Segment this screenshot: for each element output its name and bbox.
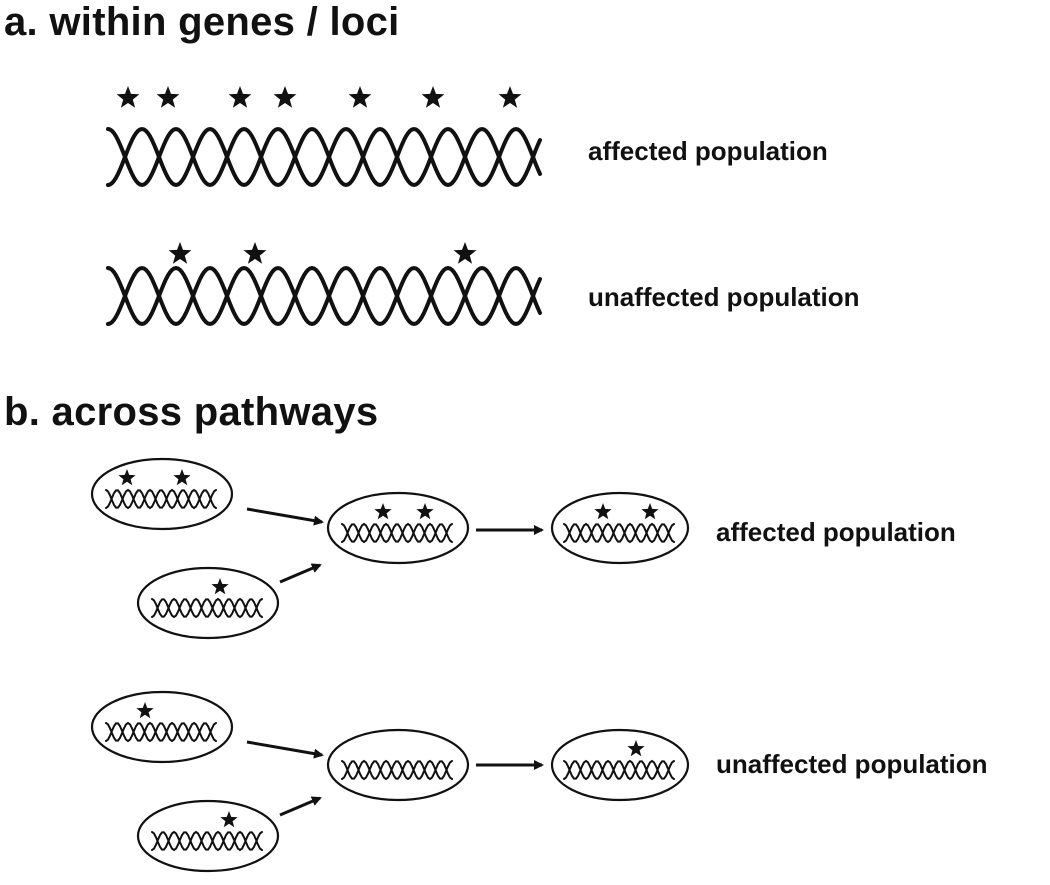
dna-helix-icon bbox=[105, 721, 217, 743]
dna-helix-icon bbox=[341, 759, 453, 781]
star-icon bbox=[243, 242, 267, 264]
arrow-icon bbox=[279, 796, 322, 817]
section-b-heading: b. across pathways bbox=[4, 390, 379, 434]
star-icon bbox=[116, 86, 140, 108]
star-icon bbox=[228, 86, 252, 108]
pathway-node-ellipse bbox=[326, 728, 470, 802]
dna-helix-icon bbox=[105, 488, 217, 510]
star-icon bbox=[641, 503, 659, 520]
arrow-icon bbox=[246, 740, 324, 759]
section-a-affected-label: affected population bbox=[588, 136, 828, 166]
dna-helix-icon bbox=[151, 830, 263, 852]
pathway-node-ellipse bbox=[90, 690, 234, 764]
dna-helix-icon bbox=[563, 759, 675, 781]
star-icon bbox=[220, 811, 238, 828]
pathway-node-ellipse bbox=[550, 728, 690, 802]
star-icon bbox=[156, 86, 180, 108]
star-icon bbox=[136, 702, 154, 719]
star-icon bbox=[421, 86, 445, 108]
star-icon bbox=[273, 86, 297, 108]
pathway-node-ellipse bbox=[550, 491, 690, 565]
dna-helix-icon bbox=[341, 522, 453, 544]
star-icon bbox=[348, 86, 372, 108]
star-icon bbox=[627, 740, 645, 757]
pathway-node-ellipse bbox=[326, 491, 470, 565]
section-a-unaffected-label: unaffected population bbox=[588, 282, 860, 312]
dna-helix-icon bbox=[151, 597, 263, 619]
dna-helix-icon bbox=[563, 522, 675, 544]
star-icon bbox=[173, 469, 191, 486]
dna-helix-icon bbox=[106, 126, 542, 188]
arrow-icon bbox=[246, 507, 324, 526]
star-icon bbox=[211, 578, 229, 595]
section-b-affected-label: affected population bbox=[716, 517, 956, 547]
star-icon bbox=[118, 469, 136, 486]
pathway-node-ellipse bbox=[136, 566, 280, 640]
star-icon bbox=[453, 242, 477, 264]
pathway-node-ellipse bbox=[90, 457, 234, 531]
star-icon bbox=[594, 503, 612, 520]
section-b-unaffected-label: unaffected population bbox=[716, 749, 988, 779]
pathway-node-ellipse bbox=[136, 799, 280, 873]
arrow-icon bbox=[279, 563, 322, 584]
dna-helix-icon bbox=[106, 265, 542, 327]
star-icon bbox=[168, 242, 192, 264]
star-icon bbox=[374, 503, 392, 520]
star-icon bbox=[416, 503, 434, 520]
star-icon bbox=[498, 86, 522, 108]
section-a-heading: a. within genes / loci bbox=[4, 0, 400, 44]
